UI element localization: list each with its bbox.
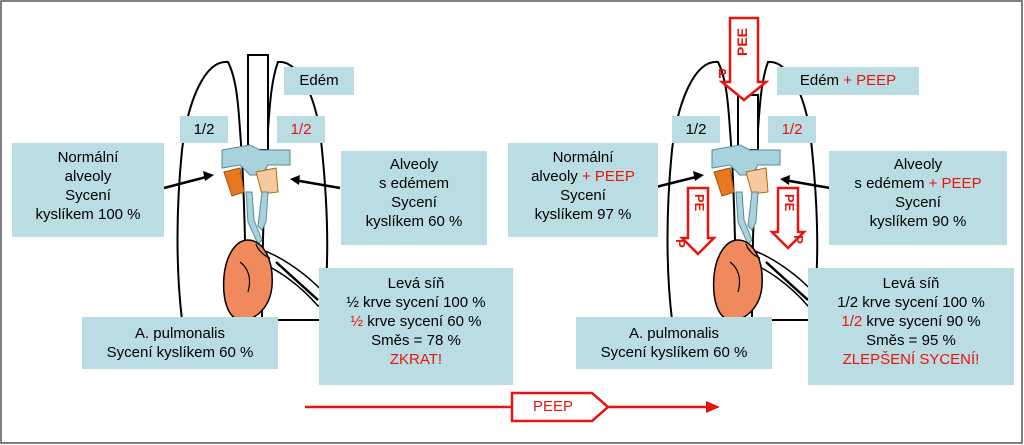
edema-alveoli-line: kyslíkem 90 % <box>869 213 967 230</box>
right-lungs <box>651 16 831 321</box>
bottom-peep-label: PEEP <box>512 396 594 418</box>
edema-peep-label: Edém + PEEP <box>777 67 919 95</box>
edema-alveoli-line: Sycení <box>391 194 437 211</box>
edema-alveoli-peep-box: Alveoly s edémem + PEEP Sycení kyslíkem … <box>829 151 1007 245</box>
normal-alveoli-line: Sycení <box>560 187 606 204</box>
peep-top-arrow-text: PEE <box>734 28 754 56</box>
pulmonalis-line: A. pulmonalis <box>628 325 720 342</box>
peep-plus-text: + PEEP <box>924 175 982 192</box>
normal-alveoli-peep-box: Normální alveoly + PEEP Sycení kyslíkem … <box>508 143 658 237</box>
peep-small-left-text: PE <box>691 194 707 211</box>
atrium-line: ½ krve sycení 60 % <box>319 312 513 331</box>
edema-alveoli-line: s edémem <box>378 175 450 192</box>
edema-alveoli-line: kyslíkem 60 % <box>365 213 463 230</box>
half-text: 1/2 <box>685 121 707 138</box>
pulmonalis-box: A. pulmonalis Sycení kyslíkem 60 % <box>82 317 278 369</box>
peep-top-arrow-p: P <box>718 66 727 81</box>
bronchi <box>221 144 291 176</box>
peep-small-text: PE <box>782 194 797 212</box>
atrium-box-2: Levá síň 1/2 krve sycení 100 % 1/2 krve … <box>808 268 1014 385</box>
bottom-peep-arrow <box>305 391 720 423</box>
atrium-red-fraction: ½ <box>350 313 364 330</box>
bronchi-2 <box>711 144 781 176</box>
edema-alveoli-line: Sycení <box>895 194 941 211</box>
pulmonalis-line: A. pulmonalis <box>134 325 226 342</box>
peep-top-arrow <box>718 16 770 102</box>
peep-small-p: P <box>790 235 806 244</box>
atrium-line-rest: krve sycení 60 % <box>363 313 482 330</box>
half-label-right: 1/2 <box>277 116 325 143</box>
edema-label-text: Edém <box>299 72 339 89</box>
trachea-2 <box>737 94 759 151</box>
half-text-red: 1/2 <box>290 121 312 138</box>
edema-label-left: Edém <box>284 67 354 95</box>
normal-alveoli-line: alveoly + PEEP <box>508 167 658 186</box>
peep-small-arrow-right <box>768 186 808 250</box>
pulmonalis-line: Sycení kyslíkem 60 % <box>600 344 748 361</box>
atrium-line: 1/2 krve sycení 100 % <box>837 294 985 311</box>
half-label-right-2: 1/2 <box>768 116 816 143</box>
peep-small-p: P <box>672 239 688 248</box>
atrium-mix: Směs = 78 % <box>371 332 461 349</box>
trachea <box>247 54 269 151</box>
atrium-title: Levá síň <box>882 275 940 292</box>
atrium-line: ½ krve sycení 100 % <box>346 294 486 311</box>
edema-alveoli-line: Alveoly <box>893 156 943 173</box>
normal-alveoli-box: Normální alveoly Sycení kyslíkem 100 % <box>12 143 164 237</box>
left-vessel <box>245 191 263 245</box>
peep-small-right-text: PE <box>781 194 797 211</box>
normal-alveoli-word: alveoly <box>531 168 578 185</box>
edema-alveoli-word: s edémem <box>854 175 925 192</box>
edema-alveoli-line: s edémem + PEEP <box>829 174 1007 193</box>
atrium-conclusion: ZLEPŠENÍ SYCENÍ! <box>842 351 980 368</box>
normal-alveoli-line: Sycení <box>65 187 111 204</box>
atrium-red-fraction: 1/2 <box>841 313 863 330</box>
normal-alveoli-line: Normální <box>552 149 614 166</box>
half-text-red: 1/2 <box>781 121 803 138</box>
half-label-left: 1/2 <box>180 116 228 143</box>
atrium-line: 1/2 krve sycení 90 % <box>808 312 1014 331</box>
right-alveolus <box>255 167 279 195</box>
pulmonalis-box-2: A. pulmonalis Sycení kyslíkem 60 % <box>576 317 772 369</box>
half-text: 1/2 <box>193 121 215 138</box>
peep-plus-text: + PEEP <box>577 168 635 185</box>
normal-alveoli-line: Normální <box>57 149 119 166</box>
edema-label-text: Edém <box>799 72 840 89</box>
right-vessel <box>257 191 269 231</box>
peep-small-arrow-left <box>678 186 718 256</box>
atrium-line-rest: krve sycení 90 % <box>862 313 981 330</box>
normal-alveoli-line: kyslíkem 97 % <box>534 206 632 223</box>
peep-top-text: PEE <box>734 28 750 57</box>
pulmonalis-line: Sycení kyslíkem 60 % <box>106 344 254 361</box>
peep-small-right-p: P <box>791 235 806 244</box>
edema-alveoli-line: Alveoly <box>389 156 439 173</box>
atrium-mix: Směs = 95 % <box>866 332 956 349</box>
peep-small-text: PE <box>692 194 707 212</box>
left-alveolus <box>223 167 245 197</box>
edema-alveoli-box: Alveoly s edémem Sycení kyslíkem 60 % <box>341 151 487 245</box>
peep-top-p: P <box>718 66 727 81</box>
peep-small-left-p: P <box>673 239 688 248</box>
peep-plus-text: + PEEP <box>839 72 897 89</box>
half-label-left-2: 1/2 <box>672 116 720 143</box>
normal-alveoli-line: alveoly <box>64 168 112 185</box>
atrium-title: Levá síň <box>387 275 445 292</box>
left-alveolus-2 <box>713 167 735 197</box>
normal-alveoli-line: kyslíkem 100 % <box>35 206 141 223</box>
right-alveolus-2 <box>745 167 769 195</box>
atrium-box: Levá síň ½ krve sycení 100 % ½ krve syce… <box>319 268 513 385</box>
atrium-conclusion: ZKRAT! <box>389 351 443 368</box>
bottom-peep-text: PEEP <box>532 398 574 415</box>
